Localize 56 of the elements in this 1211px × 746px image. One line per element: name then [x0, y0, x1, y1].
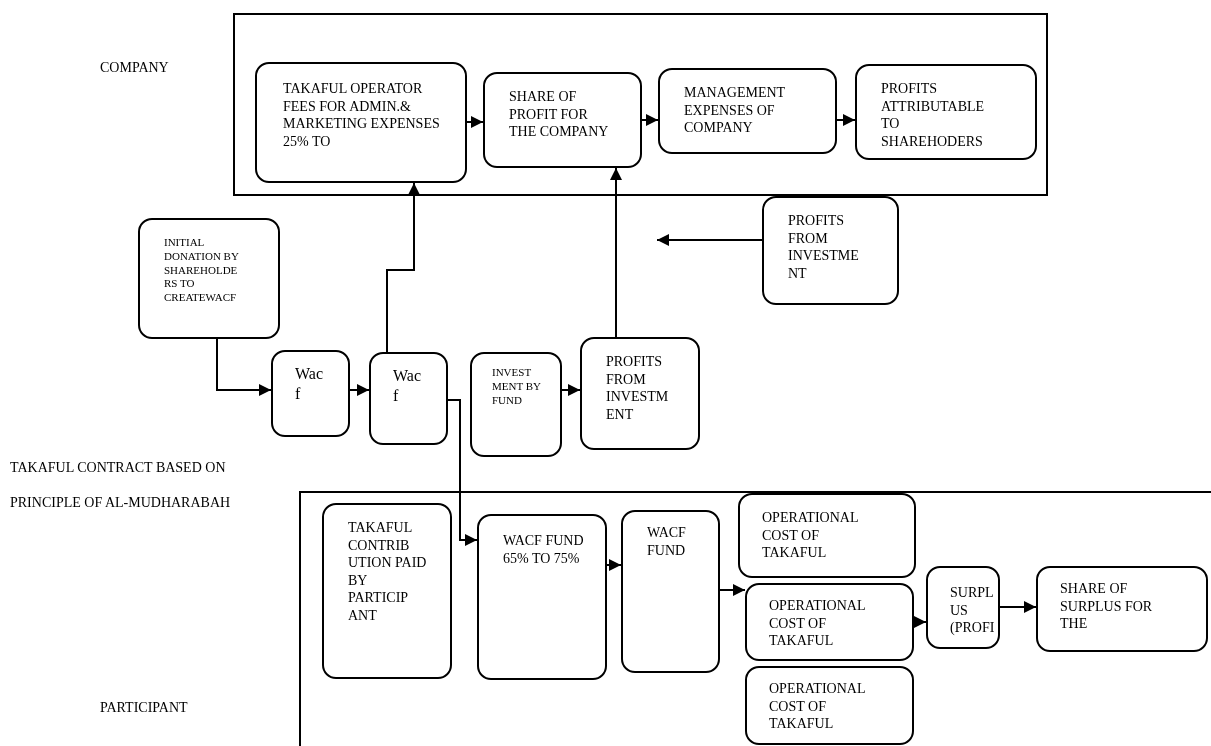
arrow: [447, 399, 478, 546]
process-box: [470, 352, 562, 457]
group-frame: [299, 491, 1211, 746]
box-text: OPERATIONAL COST OF TAKAFUL: [762, 509, 859, 562]
arrow: [216, 338, 272, 396]
process-box: [477, 514, 607, 680]
arrow: [561, 384, 581, 396]
box-text: TAKAFUL CONTRIB UTION PAID BY PARTICIP ANT: [348, 519, 428, 624]
box-text: PROFITS ATTRIBUTABLE TO SHAREHODERS: [881, 80, 986, 150]
arrow: [836, 114, 856, 126]
arrow: [719, 584, 746, 596]
group-frame: [233, 13, 1048, 196]
process-box: [1036, 566, 1208, 652]
box-text: SHARE OF PROFIT FOR THE COMPANY: [509, 88, 609, 141]
arrow: [656, 234, 763, 246]
note-text: PARTICIPANT: [100, 700, 188, 716]
process-box: [855, 64, 1037, 160]
process-box: [369, 352, 448, 445]
arrow: [610, 167, 622, 338]
process-box: [138, 218, 280, 339]
process-box: [271, 350, 350, 437]
process-box: [926, 566, 1000, 649]
note-text: COMPANY: [100, 60, 169, 76]
arrow: [999, 601, 1037, 613]
process-box: [658, 68, 837, 154]
box-text: WACF FUND 65% TO 75%: [503, 532, 585, 567]
box-text: PROFITS FROM INVESTME NT: [788, 212, 860, 282]
arrow: [386, 182, 420, 353]
process-box: [745, 666, 914, 745]
box-text: INVEST MENT BY FUND: [492, 366, 542, 408]
arrow: [641, 114, 659, 126]
box-text: MANAGEMENT EXPENSES OF COMPANY: [684, 84, 786, 137]
process-box: [580, 337, 700, 450]
process-box: [745, 583, 914, 661]
arrow: [466, 116, 484, 128]
note-text: TAKAFUL CONTRACT BASED ON: [10, 460, 226, 476]
box-text: Wac f: [393, 366, 423, 406]
process-box: [738, 493, 916, 578]
process-box: [762, 196, 899, 305]
box-text: OPERATIONAL COST OF TAKAFUL: [769, 597, 866, 650]
box-text: OPERATIONAL COST OF TAKAFUL: [769, 680, 866, 733]
box-text: PROFITS FROM INVESTM ENT: [606, 353, 670, 423]
box-text: WACF FUND: [647, 524, 687, 559]
process-box: [322, 503, 452, 679]
arrow: [913, 616, 927, 628]
box-text: Wac f: [295, 364, 325, 404]
box-text: TAKAFUL OPERATOR FEES FOR ADMIN.& MARKETING EXPENSES 25% TO: [283, 80, 441, 150]
note-text: PRINCIPLE OF AL-MUDHARABAH: [10, 495, 231, 511]
arrow: [349, 384, 370, 396]
process-box: [483, 72, 642, 168]
arrow: [606, 559, 622, 571]
box-text: INITIAL DONATION BY SHAREHOLDE RS TO CREATEWACF: [164, 236, 240, 305]
process-box: [255, 62, 467, 183]
box-text: SHARE OF SURPLUS FOR THE: [1060, 580, 1154, 633]
box-text: SURPL US (PROFI: [950, 584, 995, 637]
process-box: [621, 510, 720, 673]
